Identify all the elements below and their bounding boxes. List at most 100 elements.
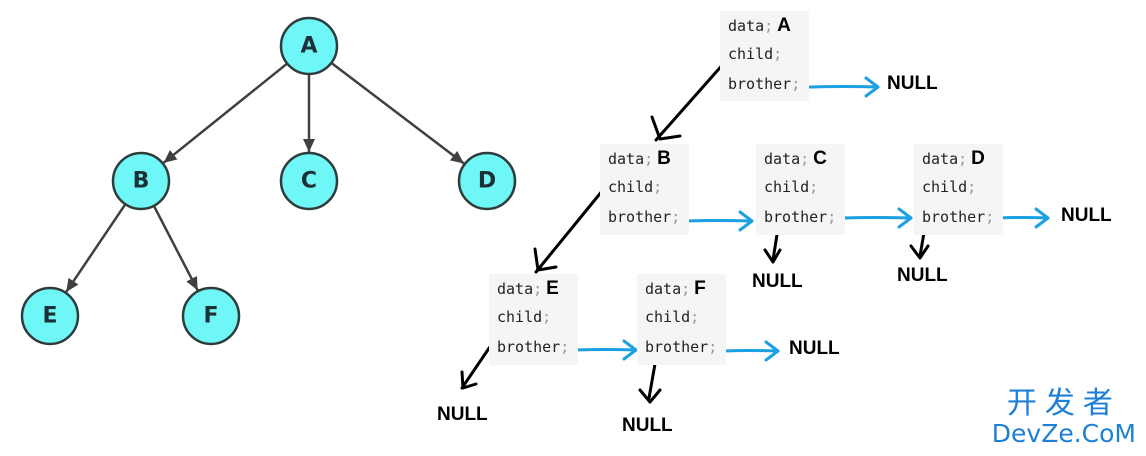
- node-label: E: [42, 304, 57, 329]
- field-separator: ;: [827, 208, 837, 226]
- sibling-arrow-d-null: [997, 207, 1050, 229]
- field-name: data: [608, 150, 645, 168]
- field-name: child: [645, 308, 691, 326]
- field-separator: ;: [708, 338, 718, 356]
- field-child: child;: [608, 178, 662, 196]
- field-brother: brother;: [728, 75, 800, 93]
- field-separator: ;: [791, 75, 801, 93]
- field-name: brother: [728, 75, 792, 93]
- arrowhead: [897, 207, 913, 229]
- field-separator: ;: [985, 208, 995, 226]
- field-separator: ;: [533, 280, 543, 298]
- tree-node-d: D: [457, 151, 517, 211]
- node-circle: [181, 286, 241, 346]
- child-arrow-b-e: [533, 183, 609, 274]
- tree-edge-a-d: [330, 61, 465, 165]
- node-circle: [279, 16, 339, 76]
- field-name: child: [764, 178, 810, 196]
- field-data: data;D: [922, 148, 985, 170]
- null-label: NULL: [789, 338, 840, 359]
- field-name: data: [497, 280, 534, 298]
- field-name: brother: [497, 338, 561, 356]
- field-separator: ;: [681, 280, 691, 298]
- field-separator: ;: [800, 150, 810, 168]
- field-brother: brother;: [645, 338, 717, 356]
- field-name: child: [728, 45, 774, 63]
- arrowhead: [622, 339, 638, 361]
- field-child: child;: [497, 308, 551, 326]
- arrowhead: [533, 247, 558, 272]
- arrow-shaft: [683, 219, 754, 223]
- arrow-shaft: [808, 85, 880, 89]
- field-name: data: [645, 280, 682, 298]
- child-arrow-a-b: [650, 60, 727, 142]
- null-label: NULL: [897, 265, 948, 286]
- tree-edge-a-b: [162, 62, 288, 164]
- arrowhead: [909, 244, 930, 260]
- arrow-shaft: [534, 183, 609, 274]
- field-separator: ;: [653, 178, 663, 196]
- field-data: data;B: [608, 148, 671, 170]
- null-label: NULL: [887, 73, 938, 94]
- tree-edge-b-f: [152, 205, 199, 291]
- field-data: data;A: [728, 15, 791, 37]
- arrowhead: [763, 248, 782, 264]
- arrow-shaft: [839, 216, 913, 220]
- field-child: child;: [922, 178, 976, 196]
- arrowhead: [638, 388, 662, 404]
- field-separator: ;: [773, 45, 783, 63]
- field-data: data;E: [497, 278, 559, 300]
- field-name: brother: [645, 338, 709, 356]
- null-label: NULL: [752, 271, 803, 292]
- field-brother: brother;: [608, 208, 680, 226]
- sibling-arrow-c-d: [839, 207, 913, 229]
- arrowhead: [1034, 207, 1050, 229]
- field-name: brother: [764, 208, 828, 226]
- node-label: B: [133, 169, 150, 194]
- watermark-logo: 开发者 DevZe.CoM: [992, 388, 1136, 448]
- field-name: brother: [608, 208, 672, 226]
- field-name: data: [764, 150, 801, 168]
- arrowhead: [738, 210, 754, 232]
- sibling-arrow-b-c: [683, 210, 754, 232]
- field-child: child;: [645, 308, 699, 326]
- sibling-arrow-a-null: [808, 76, 880, 98]
- node-circle: [111, 151, 171, 211]
- tree-node-a: A: [279, 16, 339, 76]
- field-brother: brother;: [764, 208, 836, 226]
- field-separator: ;: [690, 308, 700, 326]
- field-brother: brother;: [922, 208, 994, 226]
- field-separator: ;: [560, 338, 570, 356]
- field-name: child: [922, 178, 968, 196]
- node-letter: A: [777, 15, 791, 36]
- field-name: child: [497, 308, 543, 326]
- arrow-shaft: [721, 349, 780, 353]
- field-data: data;C: [764, 148, 827, 170]
- node-label: D: [478, 169, 496, 194]
- field-child: child;: [764, 178, 818, 196]
- arrowhead: [764, 340, 780, 362]
- field-brother: brother;: [497, 338, 569, 356]
- field-separator: ;: [958, 150, 968, 168]
- node-label: F: [203, 304, 218, 329]
- arrow-shaft: [572, 348, 638, 352]
- watermark-en: DevZe.CoM: [991, 419, 1136, 448]
- null-label: NULL: [1061, 205, 1112, 226]
- null-label: NULL: [622, 415, 673, 436]
- arrowhead: [864, 76, 880, 98]
- node-circle: [457, 151, 517, 211]
- null-label: NULL: [437, 404, 488, 425]
- node-circle: [20, 286, 80, 346]
- field-separator: ;: [671, 208, 681, 226]
- field-name: child: [608, 178, 654, 196]
- field-name: brother: [922, 208, 986, 226]
- node-circle: [279, 151, 339, 211]
- sibling-arrow-f-null: [721, 340, 780, 362]
